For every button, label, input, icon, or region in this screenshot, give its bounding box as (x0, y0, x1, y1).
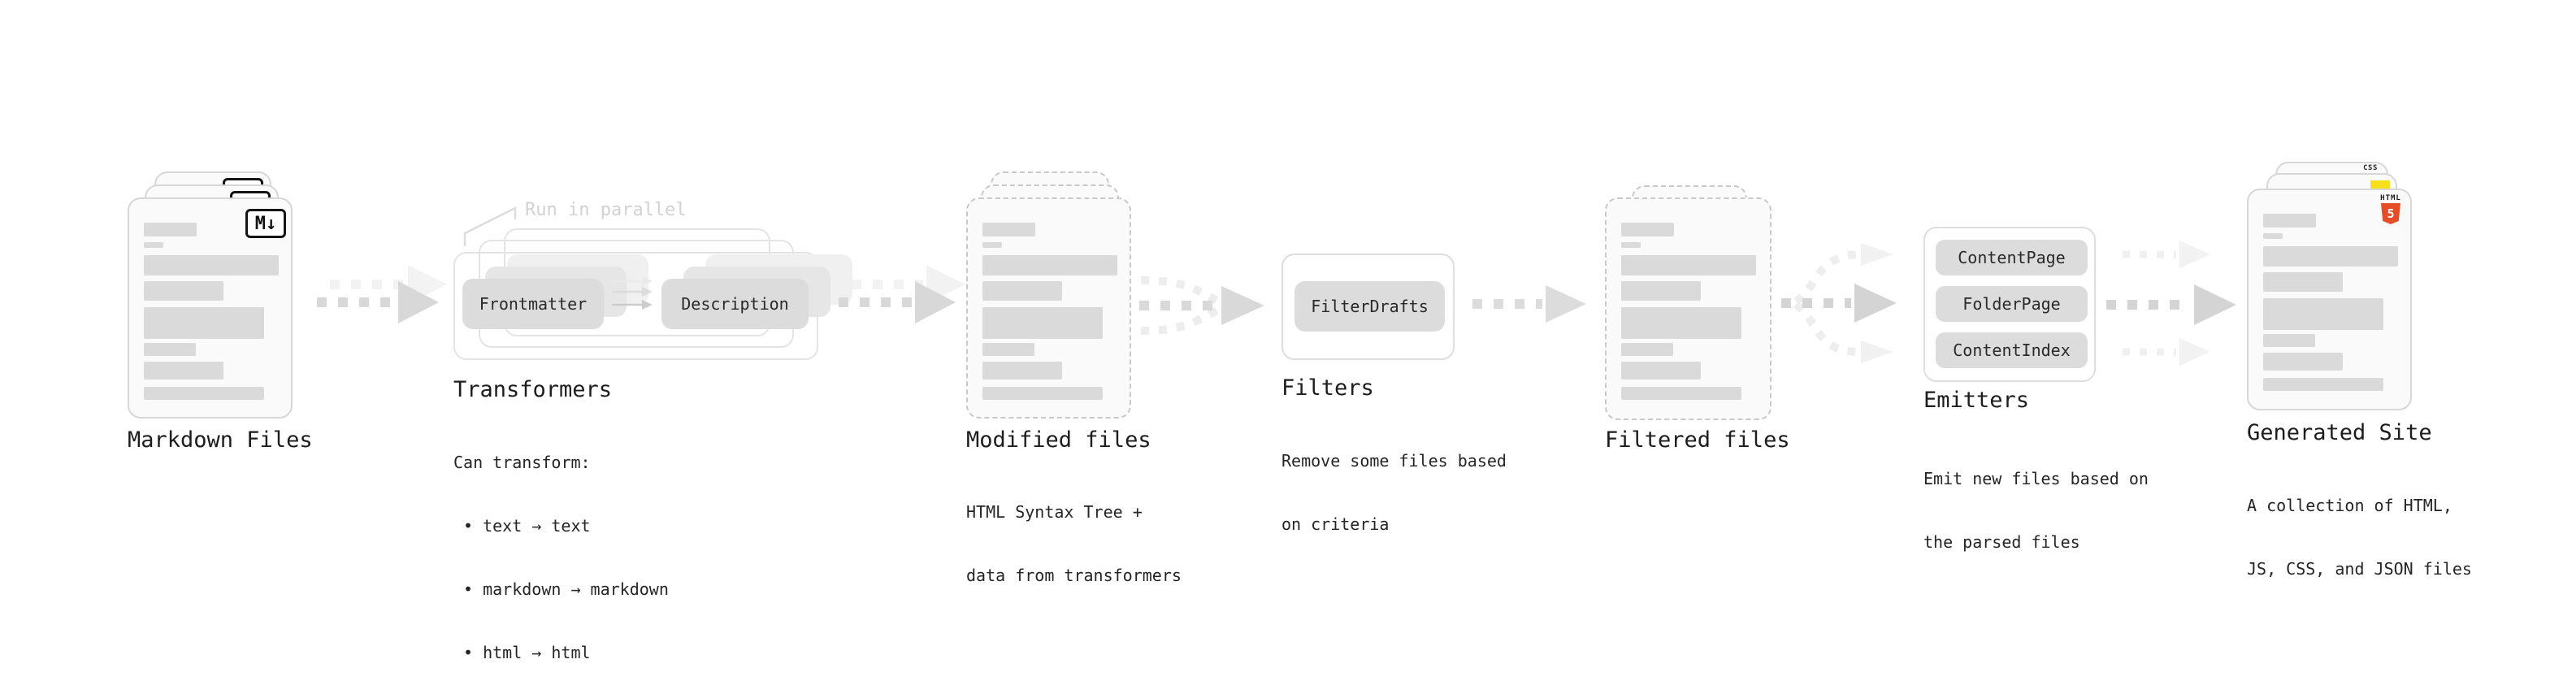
arrow-modified-to-filters-merge (1139, 276, 1264, 335)
doc-line (1621, 307, 1741, 339)
modified-files-description: HTML Syntax Tree + data from transformer… (966, 459, 1182, 628)
doc-line (144, 255, 279, 275)
doc-line (2263, 353, 2343, 371)
html5-icon-shield: 5 (2381, 203, 2400, 224)
contentindex-pill: ContentIndex (1936, 332, 2088, 368)
description-line: Can transform: (453, 453, 591, 472)
description-line: Emit new files based on (1923, 469, 2149, 488)
html-file-card: HTML 5 (2247, 189, 2412, 410)
arrow-filters-to-filtered (1472, 285, 1586, 323)
doc-placeholder-lines (1621, 223, 1757, 400)
folderpage-pill: FolderPage (1936, 286, 2088, 322)
html5-icon-number: 5 (2387, 206, 2395, 221)
emitters-description: Emit new files based on the parsed files (1923, 426, 2149, 595)
file-card-front (966, 197, 1131, 419)
doc-line (982, 362, 1062, 380)
stage-title-emitters: Emitters (1923, 388, 2030, 413)
markdown-icon: M↓ (245, 209, 286, 238)
stage-title-generated-site: Generated Site (2247, 420, 2432, 445)
description-line: JS, CSS, and JSON files (2247, 559, 2472, 579)
doc-line (2263, 214, 2316, 228)
description-line: A collection of HTML, (2247, 496, 2452, 515)
doc-line (2263, 334, 2315, 347)
doc-line (1621, 223, 1674, 236)
doc-line (144, 223, 197, 236)
doc-line (1621, 281, 1701, 301)
javascript-icon (2370, 180, 2390, 190)
doc-line (144, 281, 223, 301)
doc-line (144, 307, 264, 339)
description-bullet: • html → html (463, 643, 591, 662)
description-line: the parsed files (1923, 532, 2080, 552)
doc-line (2263, 298, 2383, 330)
doc-line (1621, 343, 1673, 356)
stage-title-transformers: Transformers (453, 377, 613, 402)
doc-line (982, 343, 1034, 356)
doc-line (2263, 378, 2383, 391)
run-in-parallel-annotation: Run in parallel (525, 200, 687, 220)
arrow-filtered-to-emitters-fanout (1781, 243, 1897, 363)
stage-title-filtered-files: Filtered files (1605, 427, 1790, 453)
stage-title-filters: Filters (1281, 375, 1374, 401)
doc-line (982, 387, 1103, 400)
description-line: data from transformers (966, 566, 1182, 585)
doc-line (982, 242, 1002, 248)
doc-line (144, 242, 163, 248)
generated-site-description: A collection of HTML, JS, CSS, and JSON … (2247, 453, 2472, 622)
doc-line (982, 255, 1117, 275)
contentpage-pill: ContentPage (1936, 240, 2088, 275)
file-card-front (1605, 197, 1772, 420)
doc-line (144, 362, 223, 380)
description-line: Remove some files based (1281, 451, 1507, 471)
doc-line (982, 281, 1062, 301)
html5-icon: HTML 5 (2380, 194, 2401, 224)
stage-title-markdown-files: Markdown Files (128, 427, 313, 453)
transformers-description: Can transform: • text → text • markdown … (453, 410, 669, 681)
description-line: on criteria (1281, 514, 1390, 534)
doc-line (982, 307, 1103, 339)
doc-line (1621, 362, 1701, 380)
doc-line (1621, 255, 1756, 275)
description-bullet: • text → text (463, 516, 591, 536)
doc-line (2263, 246, 2398, 267)
arrow-markdown-to-transformers (317, 265, 447, 323)
arrow-transformers-to-modified (839, 265, 965, 323)
file-card-front: M↓ (128, 197, 293, 419)
doc-line (144, 343, 196, 356)
doc-line (1621, 387, 1741, 400)
doc-placeholder-lines (144, 223, 279, 400)
filters-panel: FilterDrafts (1281, 254, 1455, 360)
doc-line (144, 387, 264, 400)
doc-placeholder-lines (982, 223, 1117, 400)
arrow-emitters-to-site (2106, 241, 2236, 366)
doc-line (1621, 242, 1641, 248)
stage-title-modified-files: Modified files (966, 427, 1151, 453)
description-bullet: • markdown → markdown (463, 579, 669, 599)
doc-placeholder-lines (2263, 214, 2398, 391)
frontmatter-pill: Frontmatter (462, 279, 604, 329)
html5-icon-label: HTML (2380, 194, 2401, 202)
description-line: HTML Syntax Tree + (966, 502, 1143, 522)
css-icon-label: CSS (2363, 164, 2378, 172)
filters-description: Remove some files based on criteria (1281, 408, 1507, 577)
doc-line (2263, 233, 2283, 239)
description-pill: Description (661, 279, 809, 329)
doc-line (982, 223, 1035, 236)
filterdrafts-pill: FilterDrafts (1295, 281, 1445, 332)
emitters-panel: ContentPage FolderPage ContentIndex (1923, 227, 2096, 382)
doc-line (2263, 272, 2343, 292)
